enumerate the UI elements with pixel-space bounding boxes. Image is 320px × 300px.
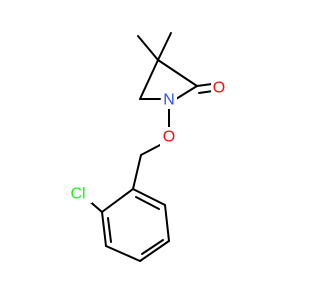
- bond-ring-c1-c2: [101, 188, 134, 213]
- bond-carbonyl-nitrogen: [175, 85, 198, 100]
- bond-methyl-left: [137, 35, 159, 61]
- bond-carbonyl-double-1: [196, 83, 213, 87]
- bond-methyl-right: [157, 32, 172, 61]
- oxygen-ether-label-bg: [160, 127, 178, 147]
- bond-oxygen-methylene: [140, 143, 163, 156]
- chemical-structure-diagram: O N O Cl: [64, 32, 227, 262]
- bond-ring-inner-3: [135, 196, 160, 210]
- atom-labels: O N O Cl: [64, 79, 227, 203]
- bond-carbonyl-double-2: [198, 90, 214, 94]
- oxygen-carbonyl-label-bg: [211, 79, 227, 97]
- bond-quaternary-ring-ch2: [139, 59, 159, 100]
- bonds: [86, 32, 214, 262]
- bond-methylene-aryl: [132, 154, 142, 190]
- nitrogen-label-bg: [161, 91, 177, 109]
- oxygen-ether-label: O: [163, 129, 175, 146]
- nitrogen-label: N: [163, 92, 175, 109]
- chlorine-label-bg: [64, 185, 92, 203]
- bond-ring-c5-c6: [164, 204, 170, 242]
- bond-ring-c6-c1: [132, 188, 166, 206]
- bond-quaternary-carbonyl: [157, 59, 198, 87]
- bond-ring-inner-2: [141, 239, 164, 255]
- bond-ring-c4-c5: [139, 240, 170, 262]
- chlorine-label: Cl: [70, 186, 85, 203]
- bond-ring-inner-1: [107, 217, 112, 243]
- bond-ring-c3-c4: [105, 245, 141, 262]
- oxygen-carbonyl-label: O: [213, 80, 225, 97]
- bond-ring-c2-c3: [101, 211, 107, 247]
